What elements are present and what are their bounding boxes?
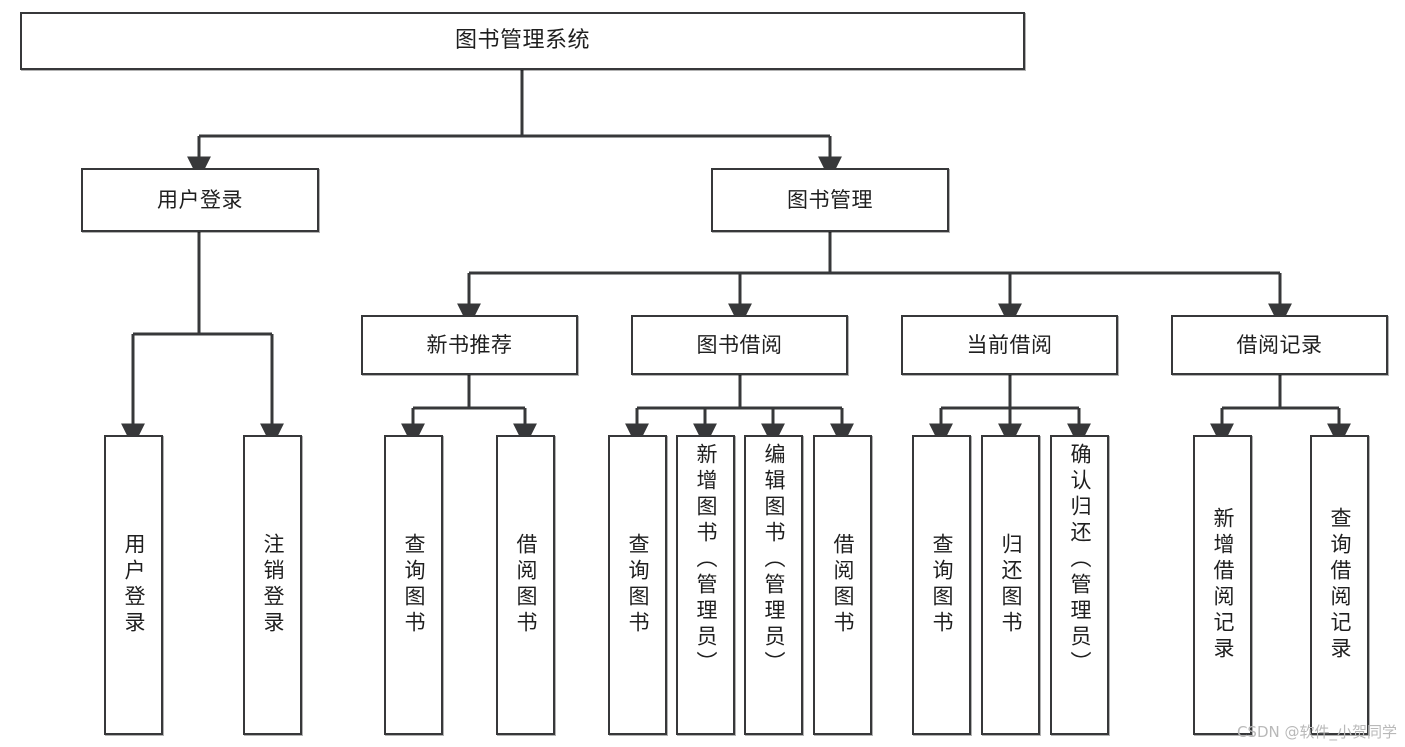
node-user-login[interactable]: 用户登录 [81,168,319,232]
node-book-borrow[interactable]: 图书借阅 [631,315,848,375]
node-label: 新增借阅记录 [1211,507,1235,663]
leaf-logout[interactable]: 注销登录 [243,435,302,735]
node-book-management[interactable]: 图书管理 [711,168,949,232]
leaf-edit-book-admin[interactable]: 编辑图书（管理员） [744,435,803,735]
node-label: 编辑图书（管理员） [762,443,786,677]
node-label: 查询借阅记录 [1328,507,1352,663]
leaf-borrow-book-new[interactable]: 借阅图书 [496,435,555,735]
node-label: 当前借阅 [966,332,1053,357]
node-label: 借阅图书 [831,533,855,637]
leaf-user-login[interactable]: 用户登录 [104,435,163,735]
node-new-book-recommend[interactable]: 新书推荐 [361,315,578,375]
node-root-system[interactable]: 图书管理系统 [20,12,1025,70]
leaf-query-book-borrow[interactable]: 查询图书 [608,435,667,735]
node-label: 新书推荐 [426,332,513,357]
leaf-return-book[interactable]: 归还图书 [981,435,1040,735]
node-borrow-record[interactable]: 借阅记录 [1171,315,1388,375]
leaf-query-book-current[interactable]: 查询图书 [912,435,971,735]
leaf-borrow-book[interactable]: 借阅图书 [813,435,872,735]
node-current-borrow[interactable]: 当前借阅 [901,315,1118,375]
node-label: 图书管理 [787,187,873,212]
node-label: 查询图书 [626,533,650,637]
node-label: 用户登录 [122,533,146,637]
leaf-query-borrow-record[interactable]: 查询借阅记录 [1310,435,1369,735]
node-label: 查询图书 [402,533,426,637]
node-label: 新增图书（管理员） [694,443,718,677]
node-label: 借阅记录 [1236,332,1323,357]
node-label: 借阅图书 [514,533,538,637]
node-label: 注销登录 [261,533,285,637]
leaf-add-borrow-record[interactable]: 新增借阅记录 [1193,435,1252,735]
node-label: 图书借阅 [696,332,783,357]
node-label: 用户登录 [157,187,243,212]
node-label: 图书管理系统 [454,28,590,54]
watermark: CSDN @软件_小贺同学 [1236,723,1397,741]
node-label: 查询图书 [930,533,954,637]
leaf-add-book-admin[interactable]: 新增图书（管理员） [676,435,735,735]
node-label: 确认归还（管理员） [1068,443,1092,677]
node-label: 归还图书 [999,533,1023,637]
leaf-confirm-return-admin[interactable]: 确认归还（管理员） [1050,435,1109,735]
leaf-query-book-new[interactable]: 查询图书 [384,435,443,735]
